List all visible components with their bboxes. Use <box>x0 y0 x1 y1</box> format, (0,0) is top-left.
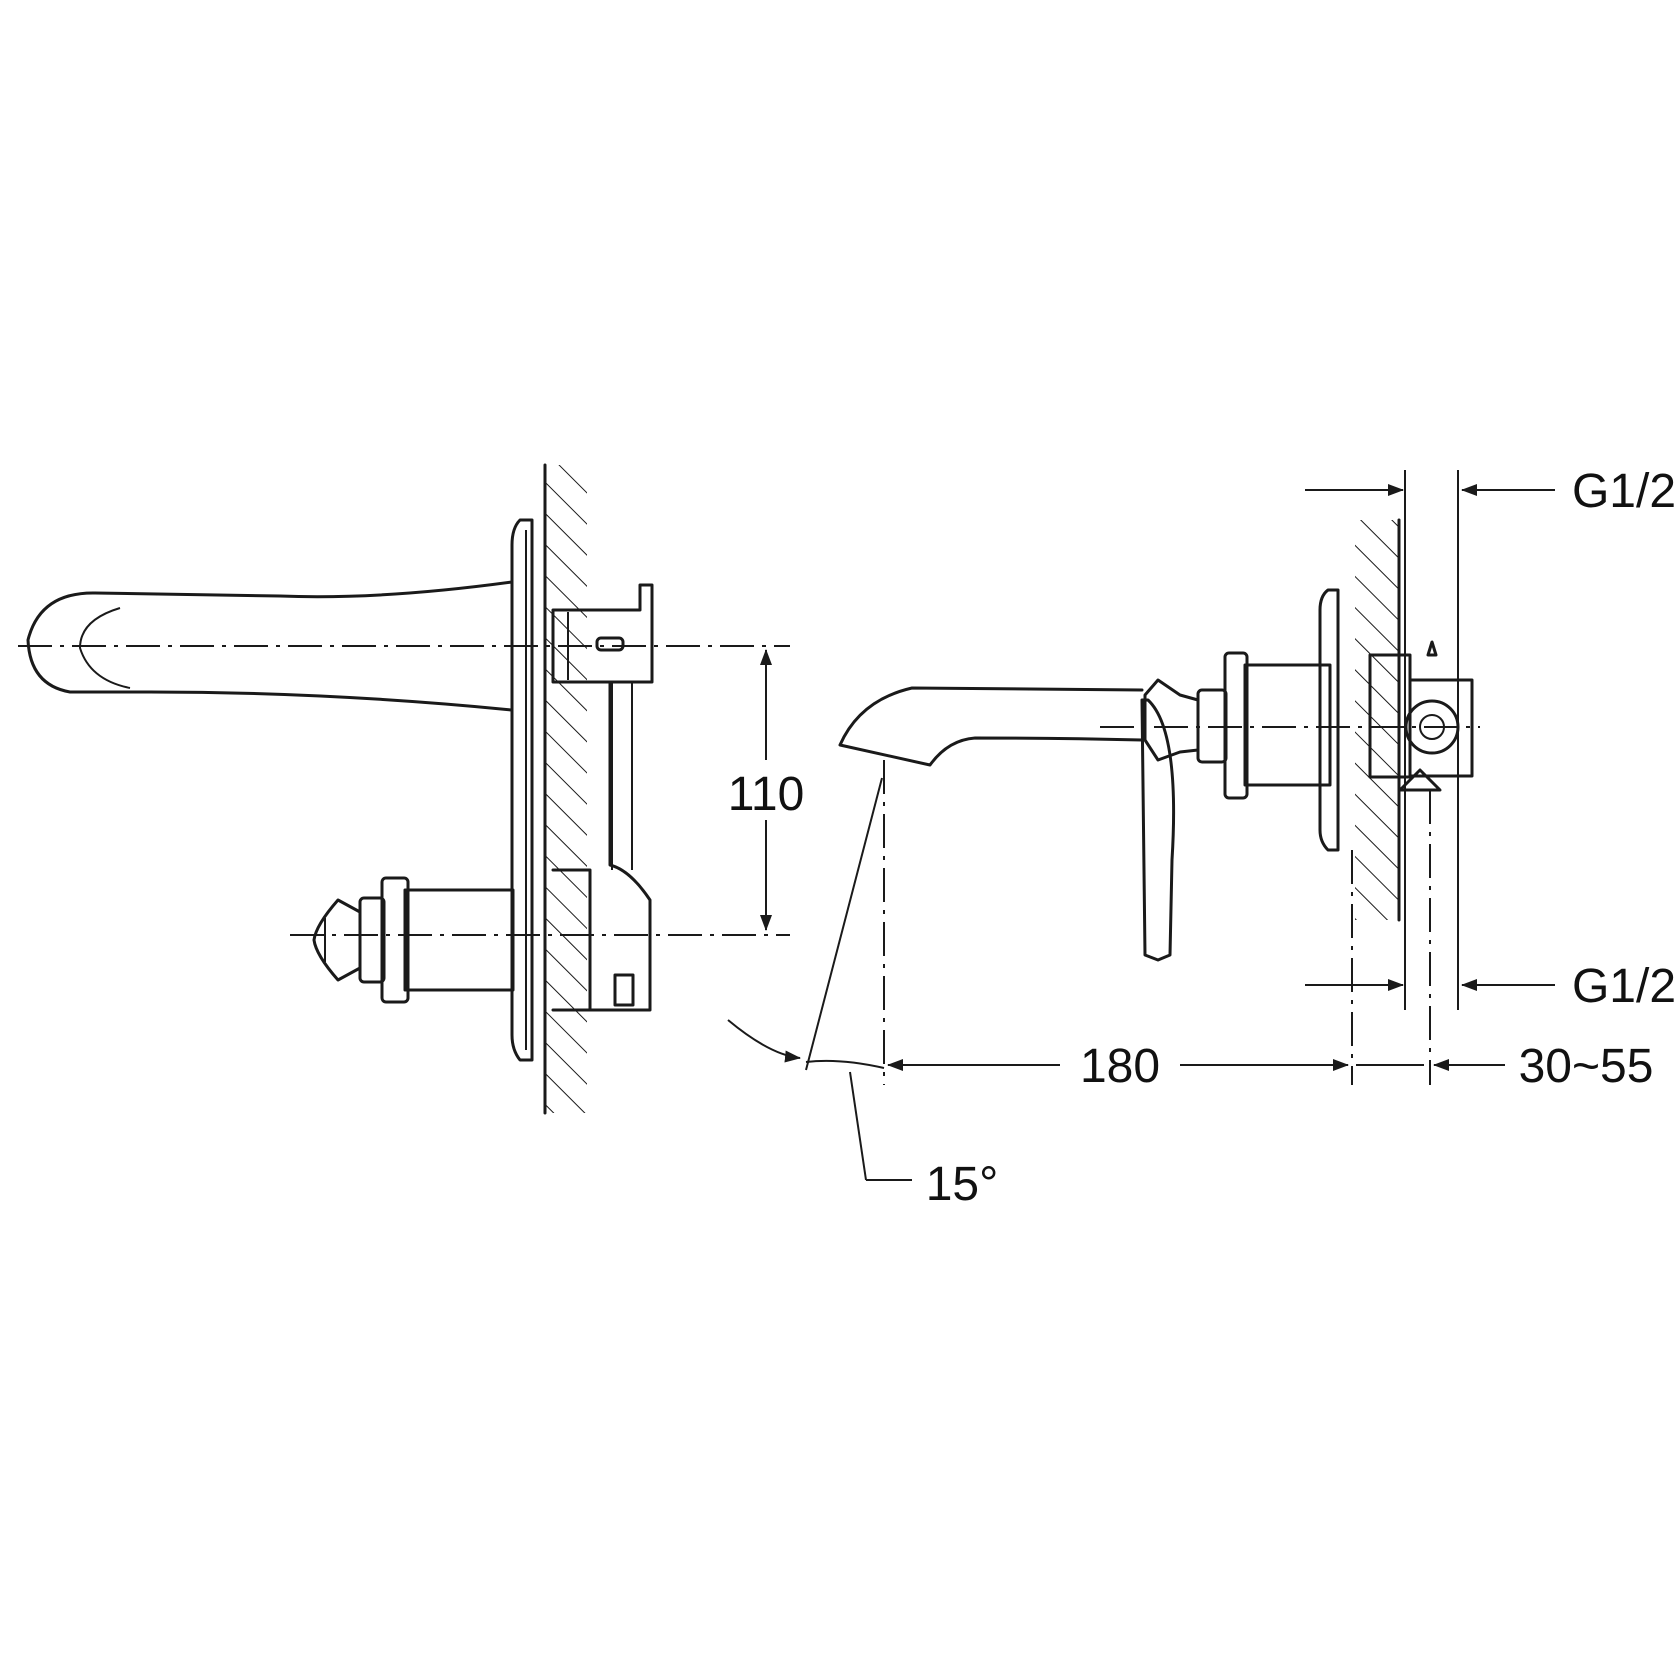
escutcheon-plate <box>510 518 534 1062</box>
g12-bottom-label: G1/2 <box>1572 960 1676 1013</box>
angle-15-label: 15° <box>926 1158 999 1211</box>
dim-180-label: 180 <box>1080 1040 1160 1093</box>
dimension-g12-bottom: G1/2 <box>1305 960 1676 1013</box>
dim-30-55-label: 30~55 <box>1519 1040 1654 1093</box>
dimension-110: 110 <box>720 649 812 931</box>
g12-top-label: G1/2 <box>1572 465 1676 518</box>
front-view <box>18 463 790 1115</box>
spout-side <box>838 686 1144 767</box>
lever-handle <box>1140 698 1176 962</box>
dimension-g12-top: G1/2 <box>1305 465 1676 518</box>
mixer-body <box>551 583 654 1012</box>
side-view <box>838 470 1480 1085</box>
handle-front <box>312 876 515 1004</box>
valve-body-side <box>1368 640 1474 792</box>
spout-front <box>26 580 514 712</box>
dimension-15-degrees: 15° <box>727 777 999 1211</box>
wall-section-right <box>1355 518 1401 922</box>
escutcheon-side <box>1318 588 1340 852</box>
dim-110-label: 110 <box>728 768 805 821</box>
dimension-30-55: 30~55 <box>1356 1040 1653 1093</box>
wall-section-left <box>543 463 587 1115</box>
dimension-180: 180 <box>887 1040 1349 1093</box>
